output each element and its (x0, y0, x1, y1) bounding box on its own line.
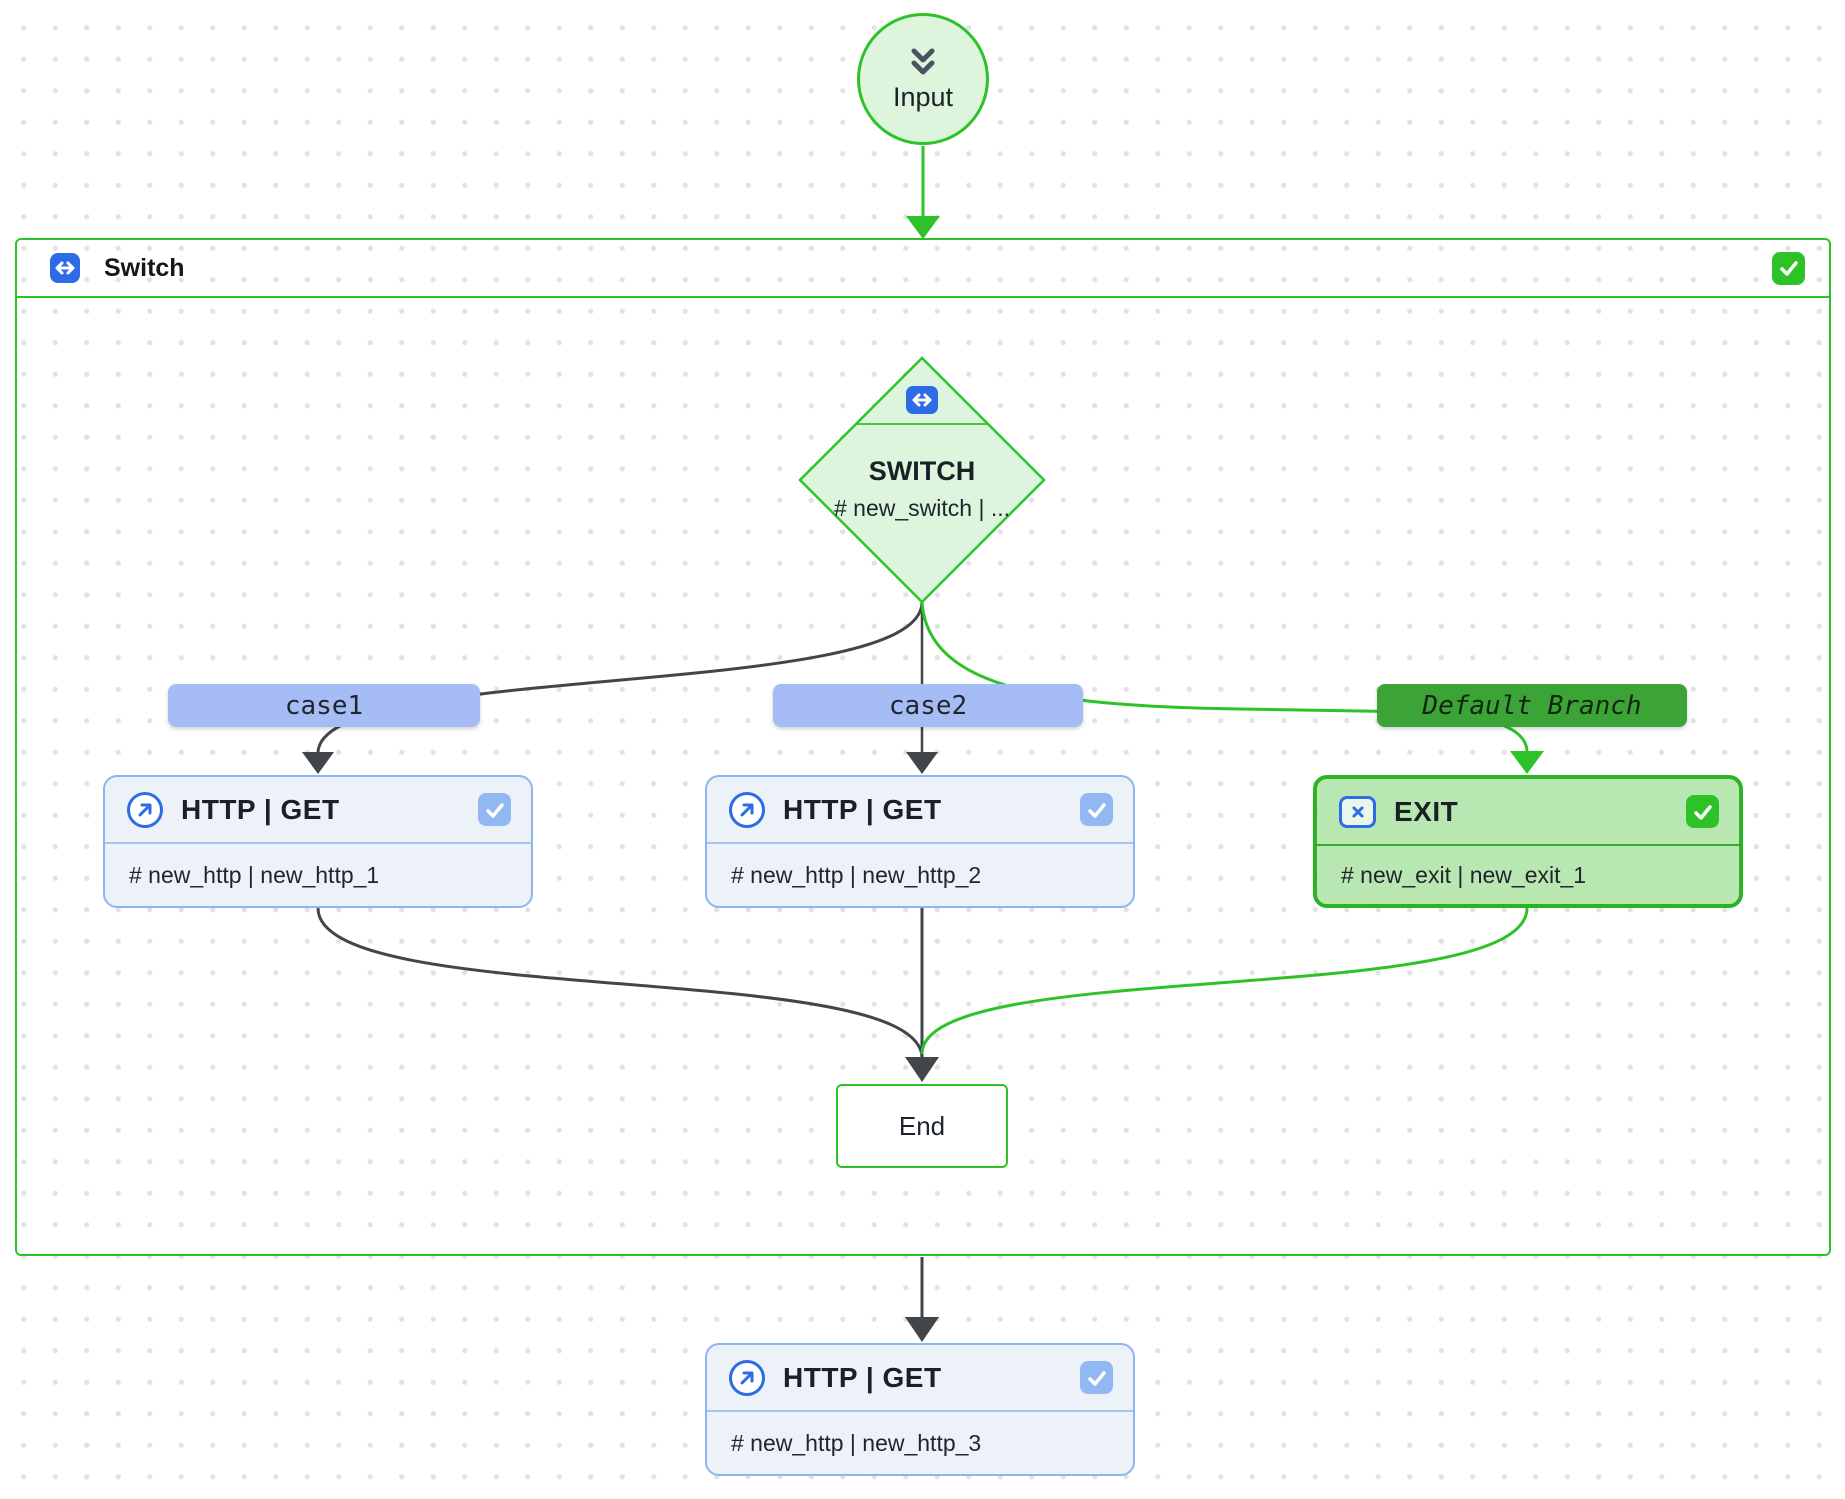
end-node[interactable]: End (836, 1084, 1008, 1168)
checkmark-icon (1779, 261, 1798, 276)
branch-label-case1: case1 (168, 684, 480, 727)
edge-exit-to-end (920, 907, 1529, 1055)
input-node[interactable]: Input (857, 13, 989, 145)
edge-http1-to-end (316, 907, 924, 1059)
checkmark-icon (1693, 804, 1712, 820)
http-node-3[interactable]: HTTP | GET # new_http | new_http_3 (705, 1343, 1135, 1476)
switch-node-subtitle: # new_switch | ... (834, 495, 1010, 521)
branch-label-case2: case2 (773, 684, 1083, 727)
http-node-2[interactable]: HTTP | GET # new_http | new_http_2 (705, 775, 1135, 908)
exit-node-subtitle: # new_exit | new_exit_1 (1341, 861, 1587, 888)
input-node-label: Input (892, 81, 954, 112)
http-node-1-checkbox[interactable] (478, 793, 511, 826)
arrowhead-default (1510, 751, 1544, 774)
x-square-icon (1339, 795, 1376, 828)
http-node-1-header: HTTP | GET (105, 777, 531, 844)
http-node-1-subtitle: # new_http | new_http_1 (129, 861, 380, 888)
http-node-3-title: HTTP | GET (783, 1361, 942, 1393)
http-node-2-title: HTTP | GET (783, 793, 942, 825)
arrowhead-case1 (302, 752, 334, 774)
switch-group-container: Switch (15, 238, 1831, 1256)
switch-group-header[interactable]: Switch (17, 240, 1829, 298)
double-chevron-down-icon (911, 48, 935, 74)
arrowhead-input-to-switch (906, 216, 940, 239)
branch-label-default: Default Branch (1377, 684, 1687, 727)
checkmark-icon (485, 802, 504, 818)
switch-diamond-node[interactable]: SWITCH # new_switch | ... (800, 358, 1044, 602)
http-node-2-header: HTTP | GET (707, 777, 1133, 844)
http-node-2-checkbox[interactable] (1080, 793, 1113, 826)
http-node-3-checkbox[interactable] (1080, 1361, 1113, 1394)
arrow-up-right-circle-icon (729, 1359, 765, 1396)
exit-node[interactable]: EXIT # new_exit | new_exit_1 (1313, 775, 1743, 908)
exit-node-title: EXIT (1394, 795, 1459, 827)
switch-group-checkbox[interactable] (1772, 251, 1805, 285)
arrowhead-http3 (905, 1317, 939, 1342)
switch-group-title: Switch (104, 253, 185, 282)
checkmark-icon (1087, 802, 1106, 818)
http-node-3-header: HTTP | GET (707, 1345, 1133, 1412)
http-node-1-title: HTTP | GET (181, 793, 340, 825)
edge-switch-to-default (920, 601, 1529, 753)
horizontal-arrows-icon (906, 386, 938, 414)
arrow-up-right-circle-icon (729, 791, 765, 828)
http-node-2-subtitle: # new_http | new_http_2 (731, 861, 982, 888)
arrow-up-right-circle-icon (127, 791, 163, 828)
horizontal-arrows-icon (50, 253, 80, 283)
http-node-1[interactable]: HTTP | GET # new_http | new_http_1 (103, 775, 533, 908)
arrowhead-end (905, 1057, 939, 1082)
arrowhead-case2 (906, 752, 938, 774)
exit-node-header: EXIT (1317, 779, 1739, 846)
checkmark-icon (1087, 1370, 1106, 1386)
switch-node-title: SWITCH (868, 456, 976, 486)
exit-node-checkbox[interactable] (1686, 795, 1719, 828)
http-node-3-subtitle: # new_http | new_http_3 (731, 1429, 982, 1456)
